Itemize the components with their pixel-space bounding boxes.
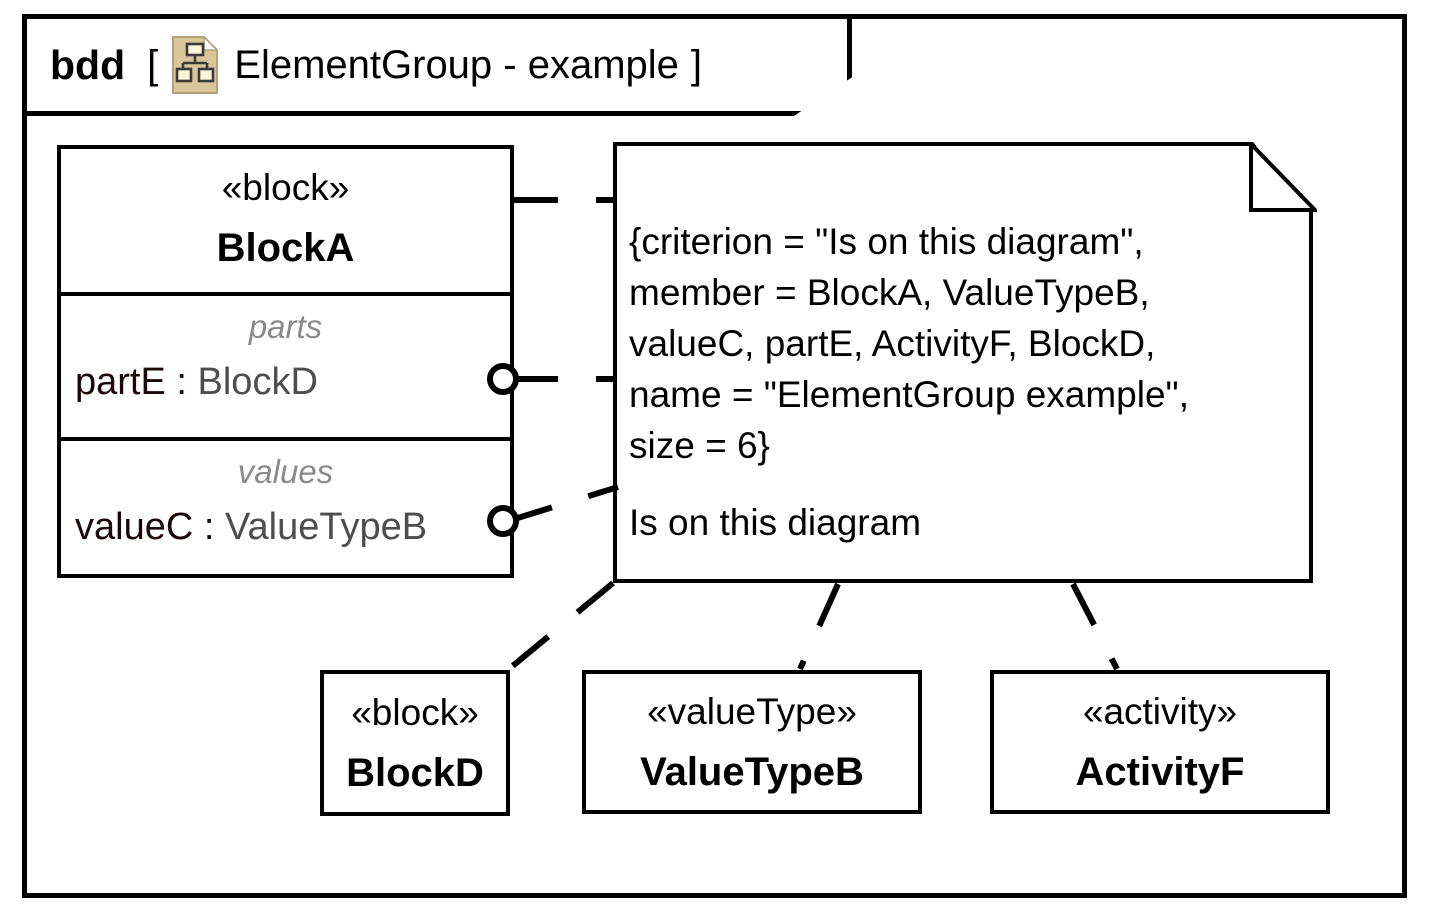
blocka-name: BlockA (216, 226, 355, 270)
blockd-stereotype: «block» (351, 691, 479, 733)
valuec-type: ValueTypeB (224, 506, 428, 548)
bracket-open: [ (147, 43, 159, 87)
note-text: {criterion = "Is on this diagram", membe… (629, 216, 1303, 548)
note-line-5: size = 6} (629, 425, 770, 466)
valuec-separator: : (193, 506, 225, 548)
parte-separator: : (165, 361, 198, 403)
note-line-2: member = BlockA, ValueTypeB, (629, 272, 1150, 313)
part-property-parte[interactable]: partE : BlockD (61, 363, 510, 401)
note-line-3: valueC, partE, ActivityF, BlockD, (629, 323, 1156, 364)
valuetypeb-stereotype: «valueType» (647, 690, 857, 732)
diagram-frame-header: bdd [ ElementGroup - example ] (22, 14, 852, 116)
note-body (613, 142, 1313, 583)
blocka-header-compartment: «block» BlockA (61, 149, 510, 292)
activityf-stereotype: «activity» (1082, 690, 1238, 732)
block-blockd[interactable]: «block» BlockD (320, 670, 510, 816)
bracket-close: ] (690, 43, 703, 87)
note-footer-line: Is on this diagram (629, 502, 922, 543)
parte-name: partE (75, 361, 166, 403)
note-line-4: name = "ElementGroup example", (629, 374, 1189, 415)
blocka-stereotype: «block» (221, 167, 350, 208)
blockd-name: BlockD (346, 750, 484, 795)
block-blocka[interactable]: «block» BlockA parts partE : BlockD valu… (57, 145, 514, 578)
block-activityf[interactable]: «activity» ActivityF (990, 670, 1330, 814)
blocka-parts-compartment: parts partE : BlockD (61, 292, 510, 437)
valuec-name: valueC (75, 506, 194, 548)
valuetypeb-name: ValueTypeB (640, 749, 864, 794)
parts-compartment-label: parts (248, 308, 323, 345)
values-compartment-label: values (237, 453, 334, 490)
block-valuetypeb[interactable]: «valueType» ValueTypeB (582, 670, 922, 814)
diagram-frame-tab (22, 14, 852, 116)
element-group-document-icon (172, 36, 219, 94)
activityf-name: ActivityF (1075, 749, 1245, 794)
diagram-title: ElementGroup - example (234, 43, 679, 87)
value-property-valuec[interactable]: valueC : ValueTypeB (61, 508, 510, 546)
blocka-values-compartment: values valueC : ValueTypeB (61, 437, 510, 578)
note-line-1: {criterion = "Is on this diagram", (629, 221, 1144, 262)
parte-type: BlockD (197, 361, 318, 403)
element-group-note[interactable]: {criterion = "Is on this diagram", membe… (613, 142, 1317, 583)
diagram-kind-label: bdd (50, 41, 126, 88)
